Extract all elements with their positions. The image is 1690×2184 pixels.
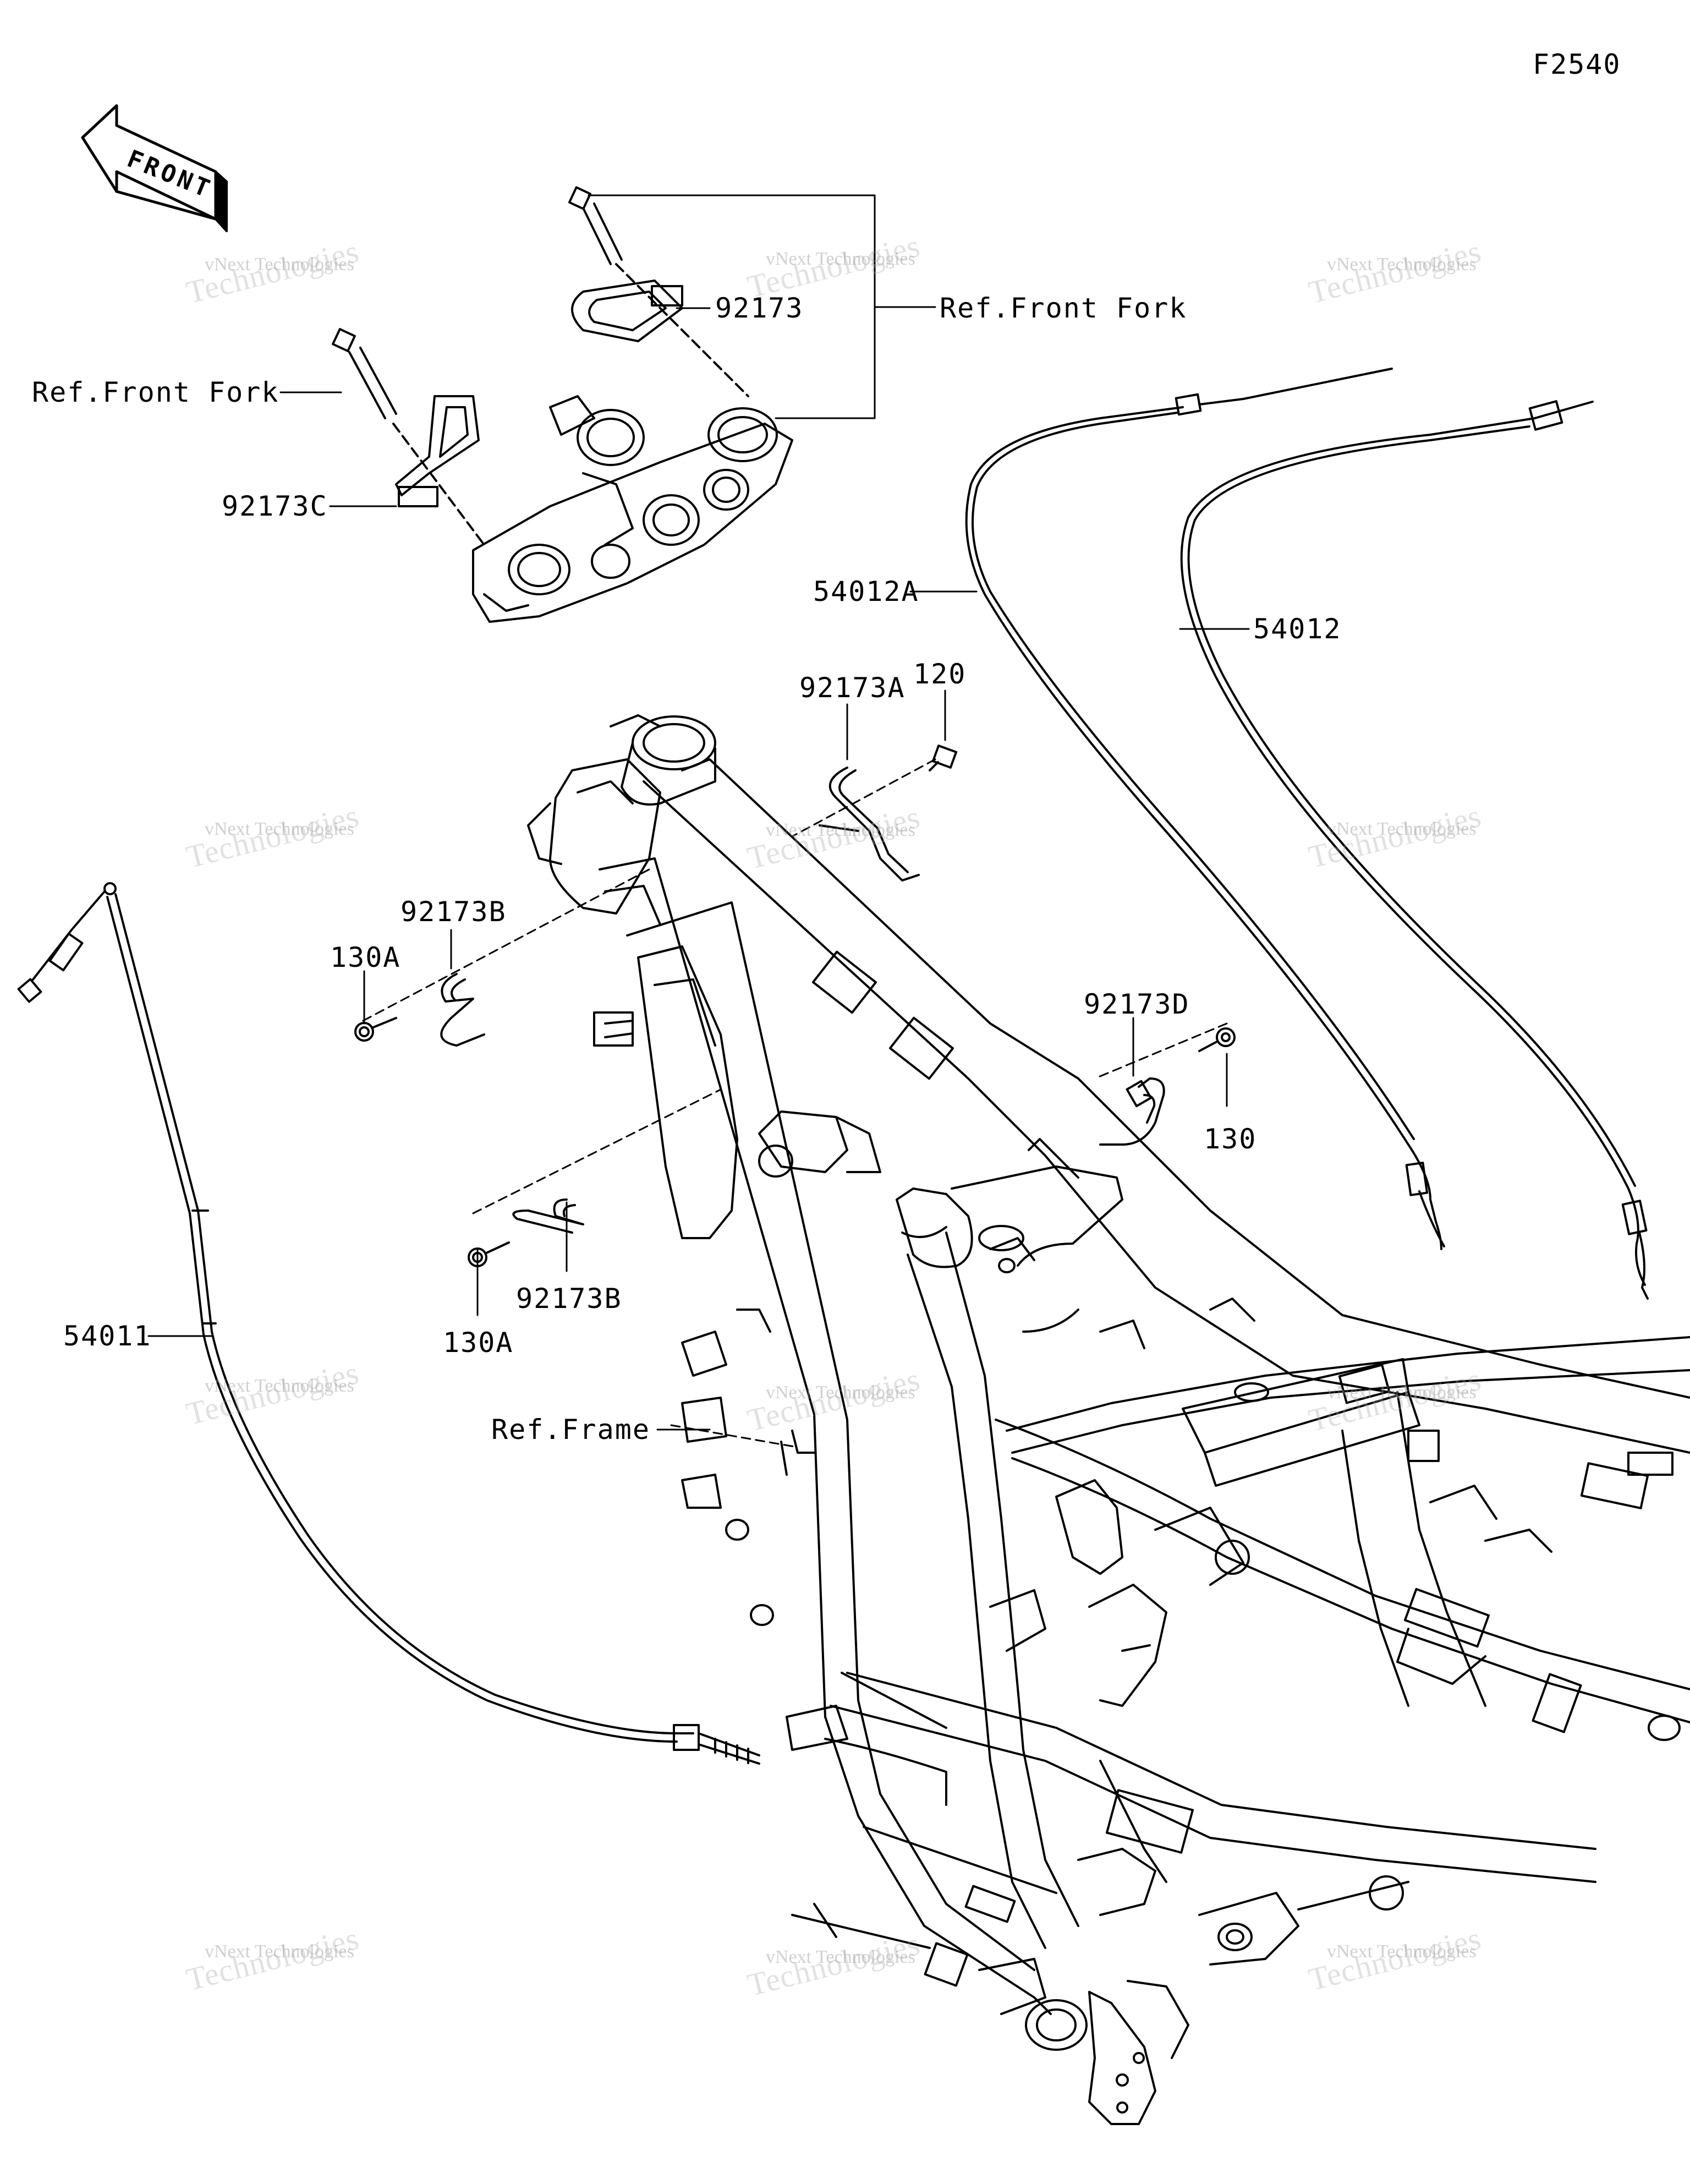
callout-130a-top: 130A — [330, 942, 401, 973]
callout-130: 130 — [1204, 1123, 1257, 1155]
callout-54012: 54012 — [1253, 613, 1342, 645]
callout-92173b-bottom: 92173B — [516, 1283, 622, 1315]
callout-ref-front-fork-left: Ref.Front Fork — [32, 376, 279, 408]
callout-ref-frame: Ref.Frame — [491, 1414, 650, 1446]
bolt-130a-top-icon — [355, 1018, 396, 1041]
clip-92173b-top-icon — [441, 974, 484, 1046]
bolt-130a-bottom-icon — [469, 1242, 509, 1266]
callout-120: 120 — [913, 658, 967, 690]
cable-clamp-92173-icon — [572, 281, 682, 341]
cable-clamp-92173c-icon — [396, 396, 479, 506]
front-arrow-icon: FRONT — [83, 106, 227, 231]
callout-54011: 54011 — [63, 1320, 152, 1352]
callout-92173a: 92173A — [799, 672, 906, 704]
leader-lines — [149, 195, 1249, 1447]
bolt-left-icon — [333, 329, 484, 545]
throttle-cable-54012-icon — [1182, 401, 1648, 1299]
callout-92173: 92173 — [715, 292, 804, 324]
clip-92173a-icon — [820, 768, 919, 880]
clip-92173b-bottom-icon — [513, 1200, 583, 1233]
bolt-120-icon — [930, 746, 956, 770]
motorcycle-frame-icon — [528, 715, 1690, 2124]
callout-92173d: 92173D — [1084, 988, 1190, 1020]
callout-92173b-top: 92173B — [400, 896, 507, 928]
callout-130a-bottom: 130A — [443, 1327, 514, 1359]
clip-92173d-icon — [1100, 1079, 1164, 1145]
bolt-130-icon — [1199, 1028, 1234, 1051]
diagram-code: F2540 — [1533, 48, 1621, 80]
callout-ref-front-fork-top: Ref.Front Fork — [940, 292, 1187, 324]
bolt-top-icon — [569, 187, 748, 396]
cable-54011-icon — [19, 883, 759, 1764]
clutch-cable-54012a-icon — [967, 369, 1444, 1249]
steering-stem-icon — [473, 396, 792, 622]
callout-92173c: 92173C — [222, 490, 328, 522]
callout-54012a: 54012A — [813, 576, 919, 607]
